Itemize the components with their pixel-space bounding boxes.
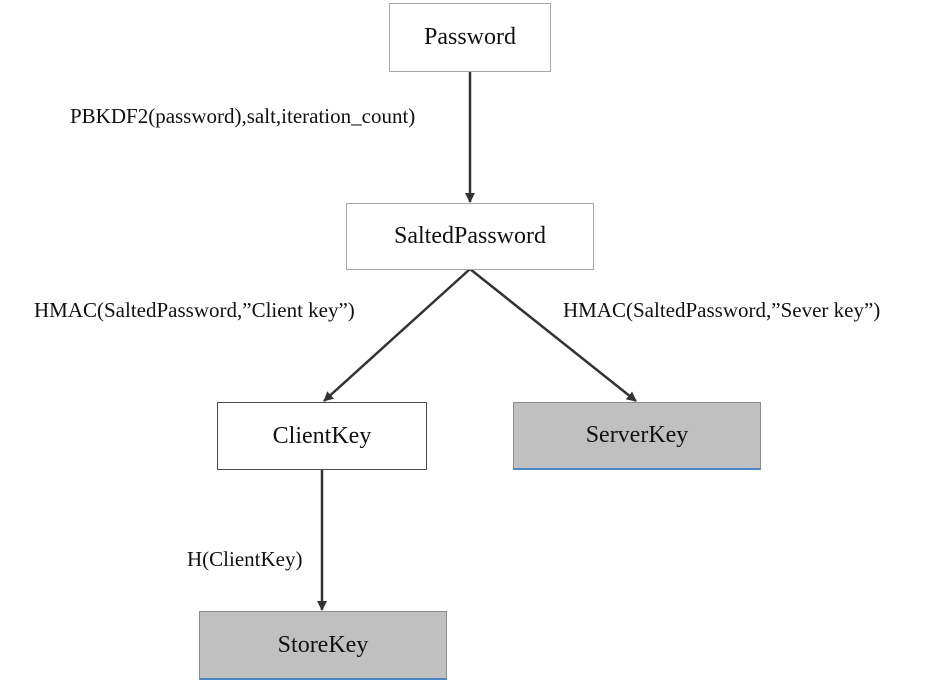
node-server-key: ServerKey <box>513 402 761 470</box>
node-salted-password-label: SaltedPassword <box>394 223 546 249</box>
edge-label-hash-client: H(ClientKey) <box>187 547 303 571</box>
node-store-key: StoreKey <box>199 611 447 680</box>
node-password-label: Password <box>423 24 516 50</box>
node-server-key-label: ServerKey <box>585 422 689 448</box>
node-store-key-label: StoreKey <box>277 631 369 658</box>
edge-label-pbkdf2: PBKDF2(password),salt,iteration_count) <box>70 104 416 128</box>
arrow-salted-to-client <box>323 268 471 402</box>
node-client-key: ClientKey <box>217 402 427 470</box>
node-salted-password: SaltedPassword <box>346 203 594 270</box>
edge-label-hmac-client: HMAC(SaltedPassword,”Client key”) <box>34 298 355 322</box>
arrow-salted-to-server <box>469 268 637 402</box>
node-client-key-label: ClientKey <box>272 422 372 449</box>
edge-label-hmac-server: HMAC(SaltedPassword,”Sever key”) <box>563 298 881 322</box>
node-password: Password <box>389 3 551 72</box>
